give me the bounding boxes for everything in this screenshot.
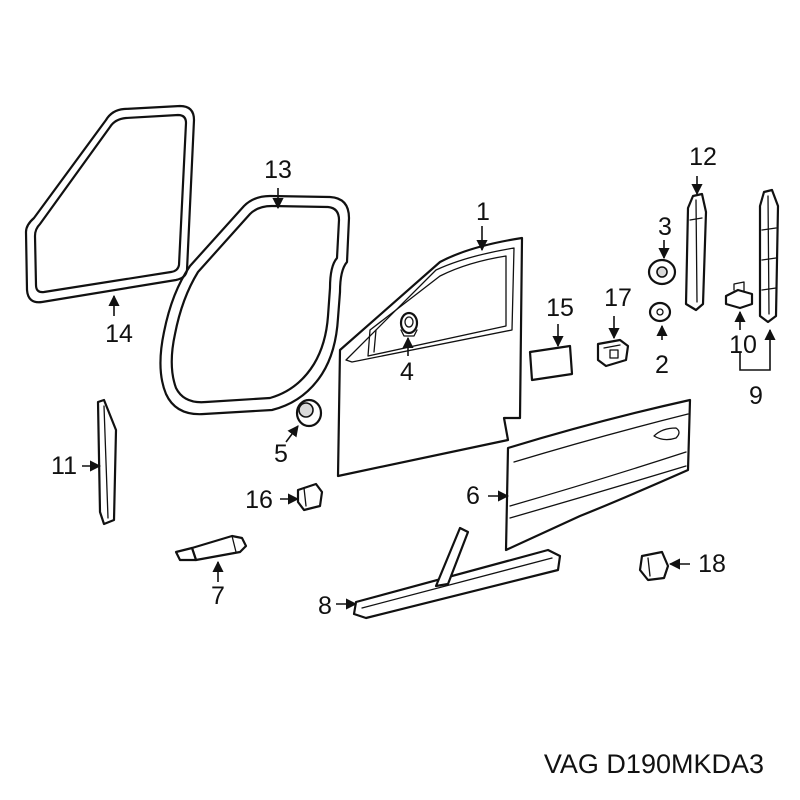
callout-3: 3 [658, 213, 672, 241]
callout-14: 14 [105, 320, 133, 348]
callout-12: 12 [689, 143, 717, 171]
rocker-molding-part [352, 526, 562, 620]
part-number-footer: VAG D190MKDA3 [544, 749, 764, 779]
label-pad-part [528, 344, 574, 382]
callout-6: 6 [466, 482, 480, 510]
front-molding-part [684, 192, 708, 312]
pillar-trim-part [96, 398, 118, 526]
bracket-part [596, 338, 630, 368]
outer-door-panel-part [504, 398, 692, 552]
rear-molding-part [758, 188, 780, 324]
callout-15: 15 [546, 294, 574, 322]
door-weatherstrip-part [159, 194, 351, 416]
retainer-part [296, 482, 324, 512]
callout-9: 9 [749, 382, 763, 410]
callout-2: 2 [655, 351, 669, 379]
callout-10: 10 [729, 331, 757, 359]
plug-part [295, 398, 323, 428]
leader-lines [82, 176, 776, 610]
callout-5: 5 [274, 440, 288, 468]
callout-11: 11 [51, 452, 77, 480]
front-door-shell-part [336, 236, 524, 478]
adhesive-tube-part [174, 534, 248, 562]
callout-13: 13 [264, 156, 292, 184]
callout-4: 4 [400, 358, 414, 386]
bolt-part [724, 281, 754, 310]
callout-8: 8 [318, 592, 332, 620]
washer-part [647, 258, 677, 323]
callout-18: 18 [698, 550, 726, 578]
door-opening-seal-part [24, 104, 196, 304]
callout-16: 16 [245, 486, 273, 514]
door-clip-part [399, 311, 419, 337]
callout-7: 7 [211, 582, 225, 610]
rocker-clip-part [638, 550, 670, 582]
callout-17: 17 [604, 284, 632, 312]
callout-1: 1 [476, 198, 490, 226]
